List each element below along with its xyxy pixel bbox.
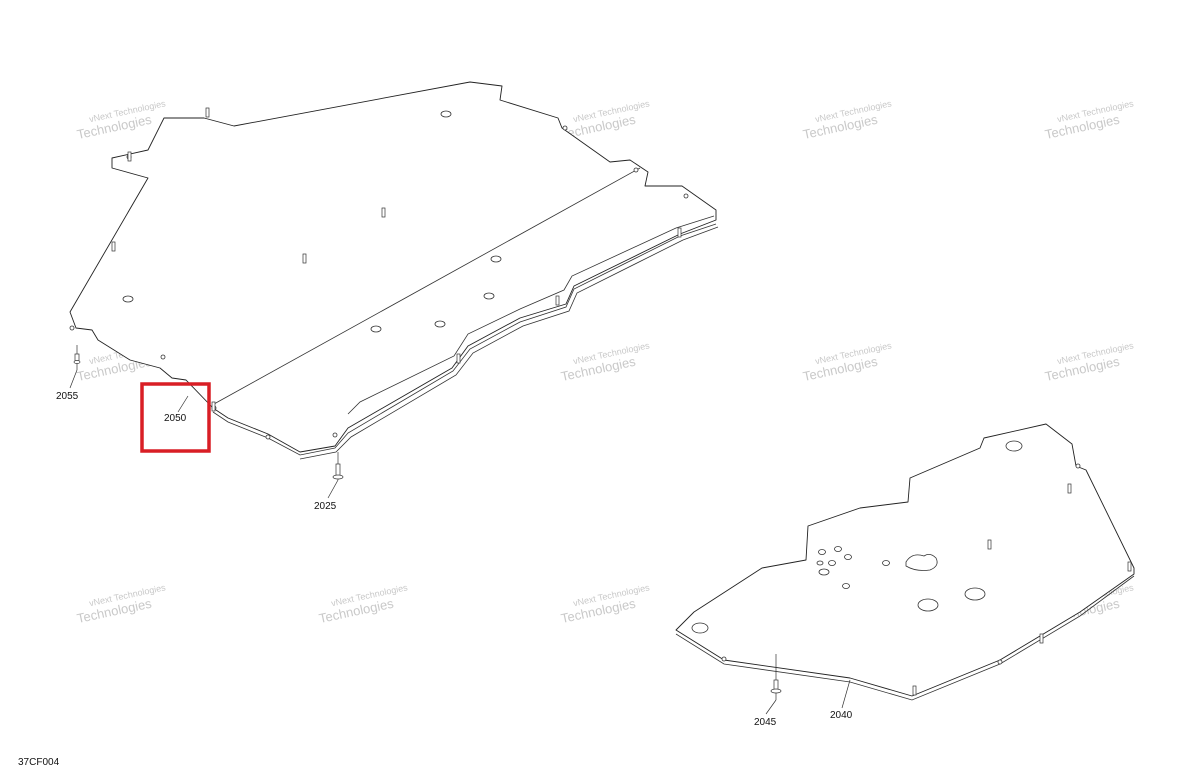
stud <box>987 539 992 550</box>
rivet-hole <box>265 434 271 440</box>
stud <box>912 685 917 696</box>
small-hole <box>818 568 830 576</box>
leader-2055 <box>69 369 78 389</box>
rivet-hole <box>683 193 689 199</box>
fastener-2025 <box>332 452 344 480</box>
small-hole <box>834 546 842 552</box>
lower-skid-plate <box>675 423 1135 701</box>
small-hole <box>818 549 826 555</box>
callout-2050[interactable]: 2050 <box>164 413 187 424</box>
callout-2040[interactable]: 2040 <box>830 710 853 721</box>
figure-code: 37CF004 <box>18 757 60 768</box>
rivet-hole <box>633 167 639 173</box>
rivet-hole <box>721 656 727 662</box>
callout-highlight-box <box>140 382 211 453</box>
stud <box>677 227 682 238</box>
leader-2040 <box>841 679 851 709</box>
lower-plate-outline <box>675 423 1135 697</box>
stud <box>1127 561 1132 572</box>
mounting-hole <box>490 255 502 263</box>
mounting-hole <box>122 295 134 303</box>
watermark: vNext Technologies Technologies <box>318 582 409 626</box>
fastener-2055 <box>73 345 81 370</box>
upper-plate-ridge-2 <box>347 215 715 415</box>
upper-plate-ridge <box>213 167 641 405</box>
mounting-hole <box>917 598 939 612</box>
rivet-hole <box>1075 463 1081 469</box>
watermark: vNext Technologies Technologies <box>560 340 651 384</box>
small-hole <box>844 554 852 560</box>
watermark: vNext Technologies Technologies <box>560 582 651 626</box>
leader-2050 <box>177 395 189 413</box>
rivet-hole <box>997 659 1003 665</box>
oblong-access-hole <box>905 554 938 571</box>
stud <box>111 241 116 252</box>
watermark: vNext Technologies Technologies <box>802 98 893 142</box>
small-hole <box>842 583 850 589</box>
watermark: vNext Technologies Technologies <box>76 582 167 626</box>
leader-2045 <box>765 699 777 715</box>
watermark: vNext Technologies Technologies <box>1044 340 1135 384</box>
lower-plate-thickness-edge <box>675 575 1135 701</box>
rivet-hole <box>562 125 568 131</box>
mounting-hole <box>434 320 446 328</box>
stud <box>1039 633 1044 644</box>
callout-2055[interactable]: 2055 <box>56 391 79 402</box>
small-hole <box>816 560 824 566</box>
stud <box>127 151 132 162</box>
upper-plate-outline <box>69 81 717 453</box>
callout-2025[interactable]: 2025 <box>314 501 337 512</box>
small-hole <box>828 560 836 566</box>
watermark: vNext Technologies Technologies <box>802 340 893 384</box>
upper-skid-plate <box>69 81 719 460</box>
stud <box>211 401 216 412</box>
fastener-2045 <box>770 654 782 700</box>
mounting-hole <box>1005 440 1023 452</box>
small-hole <box>882 560 890 566</box>
mounting-hole <box>440 110 452 118</box>
rivet-hole <box>69 325 75 331</box>
stud <box>456 353 461 364</box>
watermark: vNext Technologies Technologies <box>1044 98 1135 142</box>
mounting-hole <box>370 325 382 333</box>
rivet-hole <box>160 354 166 360</box>
stud <box>205 107 210 118</box>
upper-plate-thickness-edge-lower <box>299 226 719 460</box>
callout-2045[interactable]: 2045 <box>754 717 777 728</box>
leader-2025 <box>327 479 339 499</box>
mounting-hole <box>691 622 709 634</box>
mounting-hole <box>964 587 986 601</box>
rivet-hole <box>332 432 338 438</box>
stud <box>381 207 386 218</box>
stud <box>302 253 307 264</box>
stud <box>1067 483 1072 494</box>
stud <box>555 295 560 306</box>
mounting-hole <box>483 292 495 300</box>
